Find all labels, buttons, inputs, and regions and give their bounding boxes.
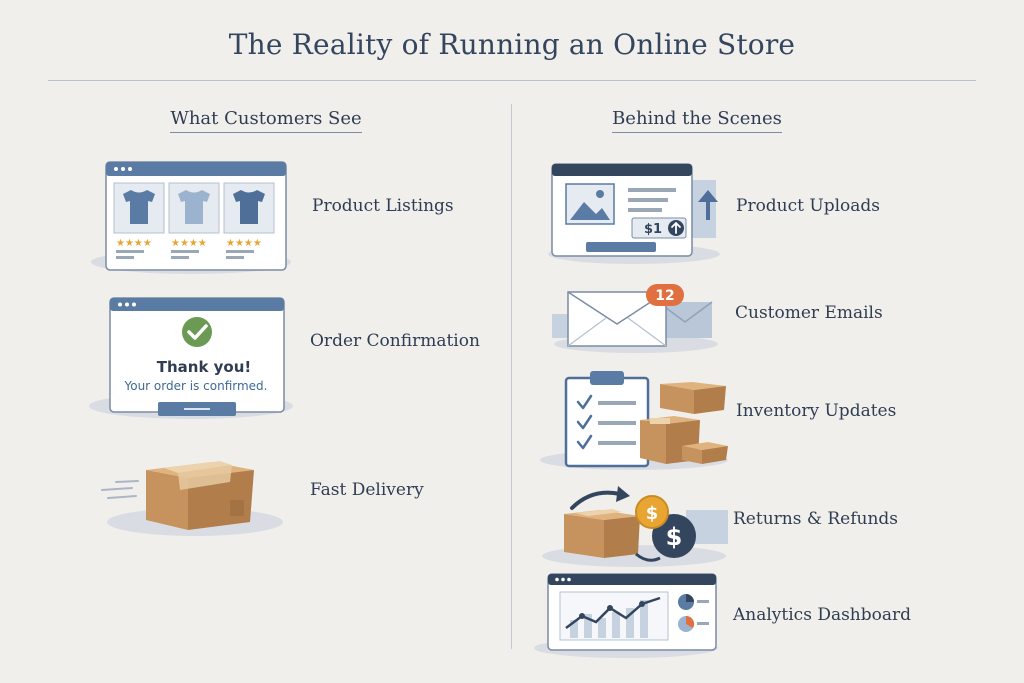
order-confirmed-text: Your order is confirmed. xyxy=(124,379,268,393)
return-refund-icon: $ $ xyxy=(542,486,728,567)
customer-emails-label: Customer Emails xyxy=(735,303,883,323)
unread-badge xyxy=(646,284,684,306)
right-column-heading: Behind the Scenes xyxy=(547,108,847,133)
product-uploads-label: Product Uploads xyxy=(736,196,881,216)
price-text: $1 xyxy=(644,222,662,237)
upload-window-icon: $1 xyxy=(548,163,720,264)
coin-icon xyxy=(635,495,669,529)
inventory-updates-label: Inventory Updates xyxy=(736,401,897,421)
dollar-icon xyxy=(652,514,696,558)
thank-you-text: Thank you! xyxy=(157,358,252,376)
return-arrow-icon xyxy=(570,490,622,510)
upload-arrow-icon xyxy=(698,190,718,220)
title-divider xyxy=(48,80,976,81)
delivery-box-icon xyxy=(101,461,283,536)
analytics-window-icon xyxy=(534,573,718,658)
fast-delivery-label: Fast Delivery xyxy=(310,480,424,500)
svg-text:★★★★: ★★★★ xyxy=(226,238,262,249)
clipboard-boxes-icon xyxy=(540,371,728,470)
svg-text:★★★★: ★★★★ xyxy=(171,238,207,249)
page-title: The Reality of Running an Online Store xyxy=(228,28,796,61)
column-divider xyxy=(511,104,512,649)
svg-text:$: $ xyxy=(666,523,683,551)
analytics-dashboard-label: Analytics Dashboard xyxy=(733,605,912,625)
order-confirmation-label: Order Confirmation xyxy=(310,331,480,351)
svg-text:$: $ xyxy=(646,503,659,524)
svg-text:★★★★: ★★★★ xyxy=(116,238,152,249)
check-icon xyxy=(182,317,212,347)
product-listings-label: Product Listings xyxy=(312,196,454,216)
returns-refunds-label: Returns & Refunds xyxy=(733,509,899,529)
order-confirmation-window-icon: Thank you! Your order is confirmed. xyxy=(89,297,293,419)
unread-count: 12 xyxy=(655,288,674,304)
envelope-icon: 12 xyxy=(552,284,718,353)
left-column-heading: What Customers See xyxy=(116,108,416,133)
product-listing-window-icon: ★★★★ ★★★★ ★★★★ xyxy=(91,161,291,274)
